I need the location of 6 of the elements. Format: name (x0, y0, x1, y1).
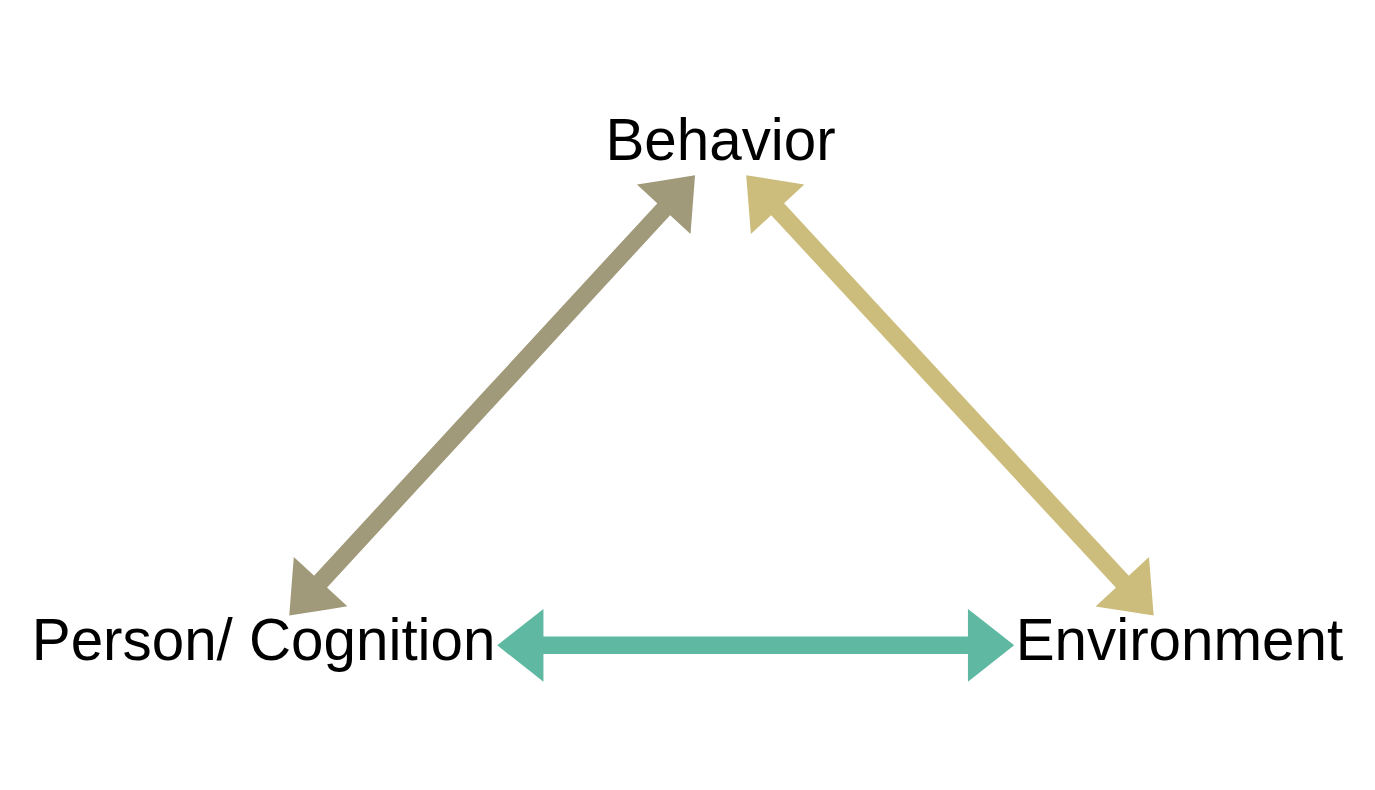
arrow (497, 608, 1015, 682)
node-text: Person/ Cognition (31, 606, 496, 672)
node-text: Environment (1015, 606, 1344, 672)
arrow (746, 174, 1154, 616)
node-text: Behavior (605, 106, 836, 172)
arrow (289, 174, 696, 616)
